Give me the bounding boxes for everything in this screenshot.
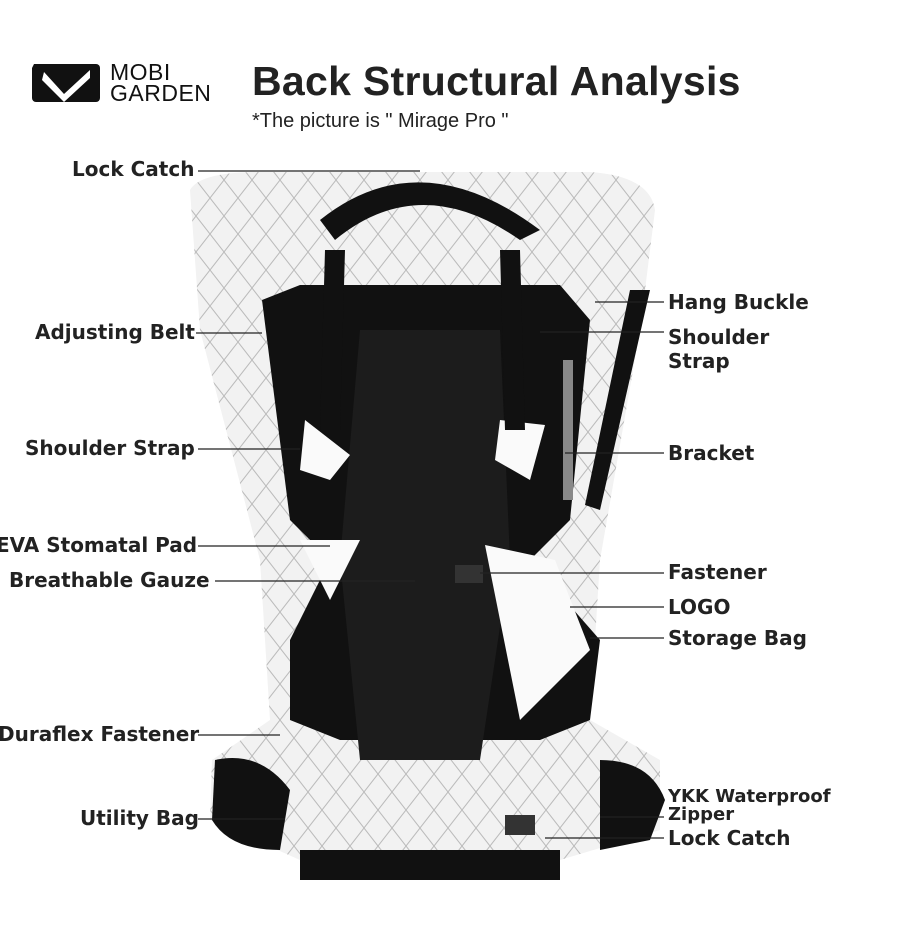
brand-line-1: MOBI <box>110 59 171 85</box>
brand-name: MOBI GARDEN <box>110 59 212 106</box>
label-breathable-gauze: Breathable Gauze <box>9 568 210 592</box>
brand-line-2: GARDEN <box>110 80 212 106</box>
label-shoulder-strap-right: Shoulder Strap <box>668 325 770 373</box>
fastener-buckle <box>455 565 483 583</box>
label-hang-buckle: Hang Buckle <box>668 290 809 314</box>
hang-buckle-strap <box>585 290 650 510</box>
brand-logo: MOBI GARDEN <box>30 59 212 106</box>
page-subtitle: *The picture is " Mirage Pro " <box>252 110 509 132</box>
label-storage-bag: Storage Bag <box>668 626 807 650</box>
label-eva-stomatal-pad: EVA Stomatal Pad <box>0 533 198 557</box>
lock-catch-buckle <box>505 815 535 835</box>
breathable-gauze <box>340 330 510 760</box>
label-bracket: Bracket <box>668 441 755 465</box>
mobi-garden-logo-icon <box>32 64 100 102</box>
leader-lines <box>196 170 664 839</box>
top-handle <box>320 182 540 240</box>
label-fastener: Fastener <box>668 560 767 584</box>
label-adjusting-belt: Adjusting Belt <box>35 320 195 344</box>
bracket <box>563 360 573 500</box>
page-title: Back Structural Analysis <box>252 58 741 104</box>
label-shoulder-strap-left: Shoulder Strap <box>25 436 195 460</box>
backpack-body <box>190 172 665 880</box>
label-lock-catch-top: Lock Catch <box>72 157 195 181</box>
label-logo: LOGO <box>668 595 731 619</box>
label-lock-catch-bottom: Lock Catch <box>668 826 791 850</box>
label-duraflex-fastener: Duraflex Fastener <box>0 722 200 746</box>
label-ykk-zipper: YKK Waterproof Zipper <box>668 786 831 825</box>
label-utility-bag: Utility Bag <box>80 806 199 830</box>
